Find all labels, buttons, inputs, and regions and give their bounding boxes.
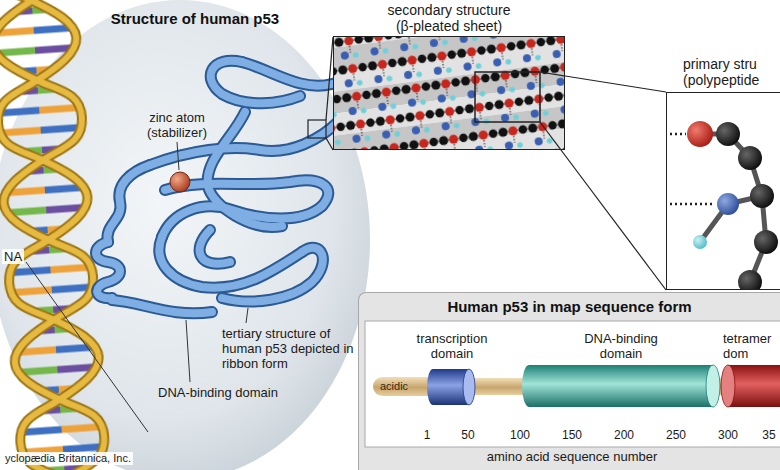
callout-label: NA (2, 249, 24, 264)
domain-label: transcription domain (411, 331, 493, 361)
zoom-frame (666, 92, 780, 290)
axis-number: 35 (762, 428, 775, 442)
zinc-atom (170, 172, 190, 192)
domain-label: tetramer dom (719, 331, 780, 361)
panel-title: Human p53 in map sequence form (359, 293, 780, 316)
callout-label: tertiary structure of human p53 depicted… (222, 326, 354, 371)
zoom-box: primary stru (polypeptide (666, 50, 780, 290)
domain-cylinder: DNA-binding domain (521, 331, 721, 409)
cylinder-shape (411, 367, 493, 407)
map-panel: Human p53 in map sequence form acidic tran… (358, 292, 780, 470)
dna-helix (0, 0, 117, 470)
polypeptide-figure (666, 92, 780, 290)
cylinder-shape (719, 363, 780, 409)
domain-label: DNA-binding domain (566, 331, 676, 361)
beta-sheet-figure (333, 36, 565, 150)
zoom-frame (333, 36, 565, 150)
axis-title: amino acid sequence number (487, 449, 658, 464)
callout-label: DNA-binding domain (158, 385, 278, 400)
axis-number: 50 (461, 428, 474, 442)
cylinder-shape (521, 363, 721, 409)
axis-number: 200 (614, 428, 634, 442)
credit-line: yclopædia Britannica, Inc. (3, 452, 133, 465)
axis-number: 150 (562, 428, 582, 442)
zoom-heading: secondary structure (β-pleated sheet) (379, 0, 519, 34)
segment-label: acidic (373, 377, 433, 396)
zoom-heading: primary stru (polypeptide (683, 50, 778, 88)
axis-number: 100 (510, 428, 530, 442)
diagram-title: Structure of human p53 (95, 10, 295, 28)
acidic-segment: acidic (373, 377, 433, 396)
axis-number: 250 (666, 428, 686, 442)
domain-cylinder: tetramer dom (719, 331, 780, 409)
domain-cylinder: transcription domain (411, 331, 493, 407)
protein-ribbon (96, 61, 352, 314)
zoom-box: secondary structure (β-pleated sheet) (333, 0, 565, 150)
callout-label: zinc atom (stabilizer) (132, 110, 222, 140)
axis-number: 1 (424, 428, 431, 442)
axis-number: 300 (718, 428, 738, 442)
